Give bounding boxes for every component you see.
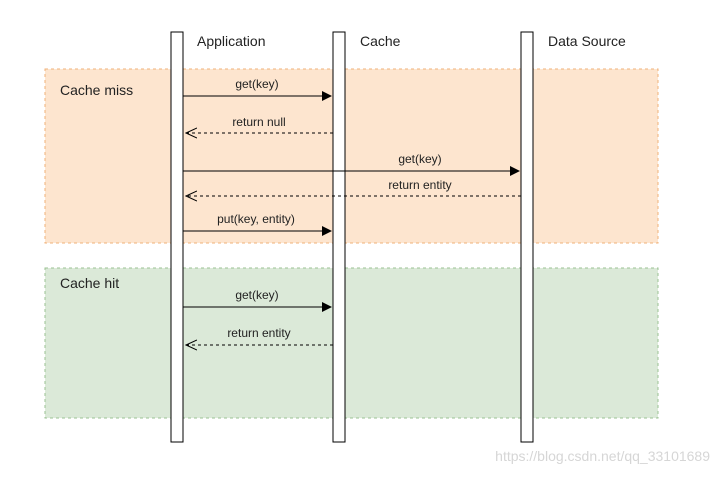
message-label-get-key-cache: get(key) (235, 77, 278, 91)
participant-label-cache: Cache (360, 33, 401, 49)
group-label-cache-miss: Cache miss (60, 82, 133, 98)
watermark-text: https://blog.csdn.net/qq_33101689 (495, 448, 710, 464)
participant-label-application: Application (197, 33, 266, 49)
message-label-return-null: return null (232, 115, 285, 129)
lifeline-cache (332, 31, 346, 443)
message-label-return-entity-cache: return entity (227, 326, 290, 340)
lifeline-data-source (520, 31, 534, 443)
message-label-put-key-entity: put(key, entity) (217, 212, 295, 226)
message-label-get-key-data-source: get(key) (398, 152, 441, 166)
group-label-cache-hit: Cache hit (60, 275, 119, 291)
group-cache-hit (44, 267, 659, 419)
message-label-return-entity-data-source: return entity (388, 178, 451, 192)
lifeline-application (170, 31, 184, 443)
group-cache-miss (44, 68, 659, 244)
message-label-get-key-cache-hit: get(key) (235, 288, 278, 302)
participant-label-data-source: Data Source (548, 33, 626, 49)
